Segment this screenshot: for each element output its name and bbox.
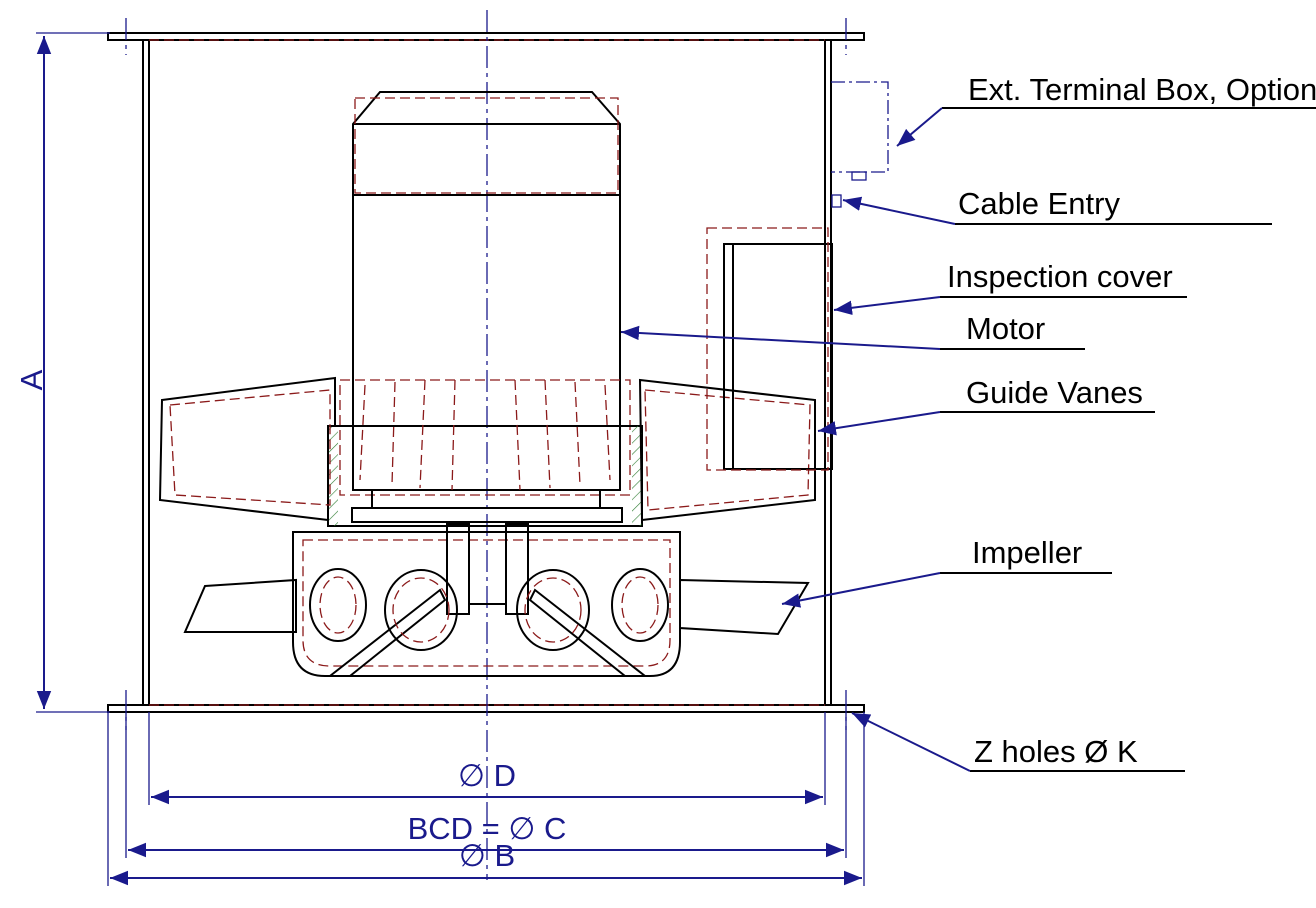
- dimension-d: ∅ D: [148, 712, 826, 805]
- callout-ext-terminal-box: Ext. Terminal Box, Option: [896, 72, 1316, 147]
- motor: [339, 91, 631, 509]
- casing: [107, 32, 865, 713]
- cable-entry: [831, 194, 842, 208]
- callout-guide-vanes: Guide Vanes: [817, 375, 1155, 436]
- callout-cable-entry-label: Cable Entry: [958, 186, 1120, 221]
- callout-motor: Motor: [620, 311, 1085, 350]
- dimension-b: ∅ B: [107, 712, 865, 886]
- callout-z-holes-label: Z holes Ø K: [974, 734, 1138, 769]
- dimension-b-label: ∅ B: [459, 838, 515, 873]
- callout-impeller-label: Impeller: [972, 535, 1082, 570]
- callout-z-holes: Z holes Ø K: [851, 712, 1185, 772]
- callout-impeller: Impeller: [781, 535, 1112, 608]
- callout-guide-vanes-label: Guide Vanes: [966, 375, 1143, 410]
- dimension-c: BCD = ∅ C: [125, 712, 847, 858]
- terminal-box: [831, 81, 889, 181]
- callout-cable-entry: Cable Entry: [842, 186, 1272, 225]
- callout-ext-terminal-box-label: Ext. Terminal Box, Option: [968, 72, 1316, 107]
- callout-inspection-cover-label: Inspection cover: [947, 259, 1173, 294]
- flange-holes: [125, 18, 847, 730]
- guide-vanes: [158, 376, 816, 527]
- dimension-c-label: BCD = ∅ C: [408, 811, 567, 846]
- inspection-cover: [706, 227, 833, 471]
- dimension-a-label: A: [14, 369, 49, 390]
- callout-inspection-cover: Inspection cover: [833, 259, 1187, 315]
- callout-motor-label: Motor: [966, 311, 1045, 346]
- dimension-d-label: ∅ D: [458, 758, 516, 793]
- impeller: [183, 523, 810, 677]
- dimension-a: A: [14, 32, 110, 713]
